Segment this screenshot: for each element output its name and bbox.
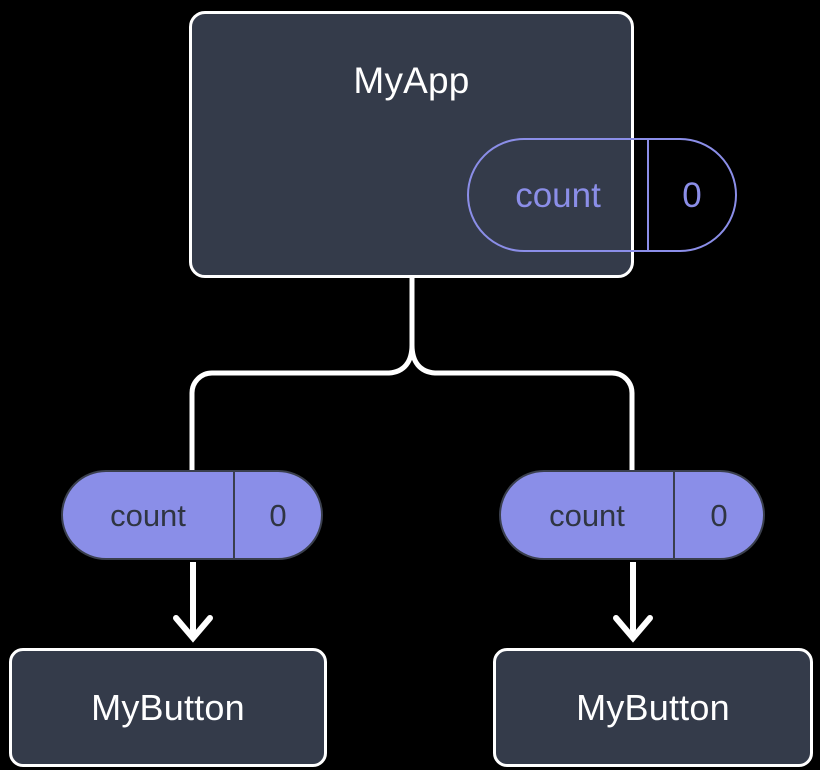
root-state-pill[interactable]: count 0 bbox=[467, 138, 737, 252]
branch-state-pill-left[interactable]: count 0 bbox=[61, 470, 323, 560]
arrow-right-head-icon bbox=[613, 615, 653, 643]
edge-to-right-branch bbox=[409, 342, 635, 475]
node-leaf-mybutton-left[interactable]: MyButton bbox=[9, 648, 327, 767]
branch-state-value-left: 0 bbox=[269, 497, 287, 533]
root-state-key: count bbox=[469, 140, 649, 250]
node-leaf-mybutton-right[interactable]: MyButton bbox=[493, 648, 813, 767]
node-leaf-label-left: MyButton bbox=[91, 686, 245, 728]
root-state-value: 0 bbox=[682, 175, 702, 215]
arrow-left-head-icon bbox=[173, 615, 213, 643]
edge-to-left-branch bbox=[189, 342, 415, 475]
branch-state-key-left: count bbox=[63, 472, 235, 558]
branch-state-pill-right[interactable]: count 0 bbox=[499, 470, 765, 560]
branch-state-key-right: count bbox=[501, 472, 675, 558]
node-leaf-label-right: MyButton bbox=[576, 686, 730, 728]
node-root-myapp[interactable]: MyApp count 0 bbox=[189, 11, 737, 278]
node-root-label: MyApp bbox=[353, 60, 470, 101]
branch-state-value-right: 0 bbox=[710, 497, 728, 533]
